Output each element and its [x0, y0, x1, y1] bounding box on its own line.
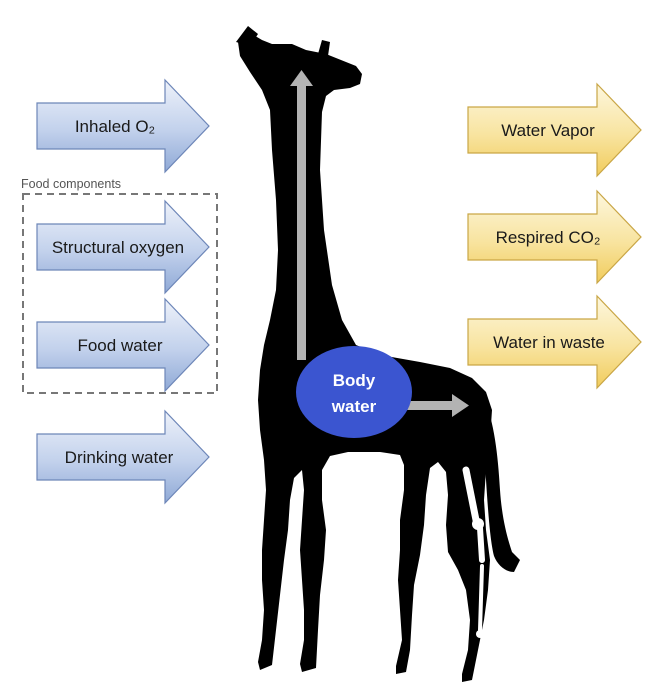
neck-arrow-shaft: [297, 86, 306, 360]
output-arrow-shape: [467, 294, 642, 390]
input-arrow-shape: [36, 297, 210, 393]
body-water-ellipse: [296, 346, 412, 438]
input-label-inhaled-o2: Inhaled O₂: [75, 117, 155, 136]
output-arrow-water-in-waste: Water in waste: [467, 294, 642, 390]
output-label-respired-co2: Respired CO₂: [496, 228, 601, 247]
output-arrow-shape: [467, 82, 642, 178]
input-label-food-water: Food water: [77, 336, 162, 355]
output-arrow-shape: [467, 189, 642, 285]
output-arrow-water-vapor: Water Vapor: [467, 82, 642, 178]
input-arrow-shape: [36, 199, 210, 295]
food-components-border: [22, 193, 218, 394]
output-arrow-respired-co2: Respired CO₂: [467, 189, 642, 285]
body-arrow-head: [452, 394, 469, 417]
internal-arrows: [290, 70, 469, 417]
body-water-label-line2: water: [331, 397, 377, 416]
leg-bone-middle: [477, 525, 485, 563]
food-components-label: Food components: [21, 177, 121, 191]
leg-bone-ankle: [476, 630, 484, 638]
input-arrow-structural-oxygen: Structural oxygen: [36, 199, 210, 295]
input-arrow-shape: [36, 409, 210, 505]
input-label-structural-oxygen: Structural oxygen: [52, 238, 184, 257]
input-arrow-shape: [36, 78, 210, 174]
input-arrow-inhaled-o2: Inhaled O₂: [36, 78, 210, 174]
input-label-drinking-water: Drinking water: [65, 448, 174, 467]
input-arrow-drinking-water: Drinking water: [36, 409, 210, 505]
body-arrow-shaft: [405, 401, 452, 410]
body-water: Body water: [296, 346, 412, 438]
output-label-water-in-waste: Water in waste: [493, 333, 605, 352]
giraffe-ear: [236, 26, 258, 46]
body-water-label-line1: Body: [333, 371, 376, 390]
food-components-group: Food components: [21, 177, 218, 394]
giraffe-ossicone: [318, 40, 330, 56]
leg-bones: [462, 466, 485, 638]
neck-arrow-head: [290, 70, 313, 86]
leg-bone-upper: [462, 466, 480, 524]
input-arrow-food-water: Food water: [36, 297, 210, 393]
output-label-water-vapor: Water Vapor: [501, 121, 595, 140]
leg-bone-lower: [478, 564, 484, 632]
